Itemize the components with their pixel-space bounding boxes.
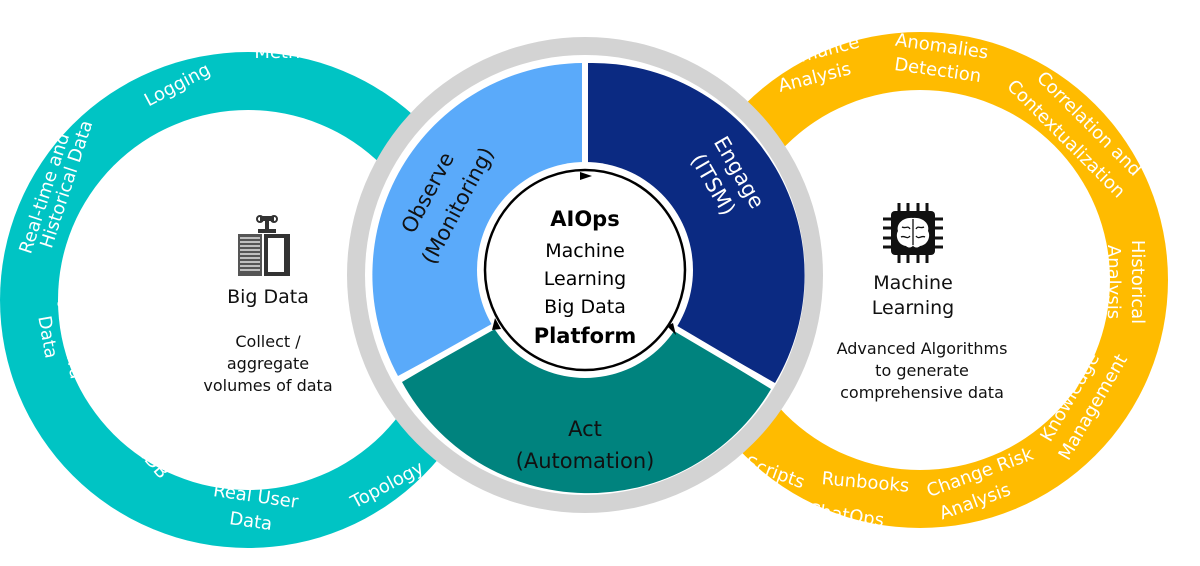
left-item-metrics: Metrics [254,42,319,63]
left-desc-1: Collect / [235,332,301,351]
left-desc-3: volumes of data [203,376,332,395]
center-wheel: Observe (Monitoring) Engage (ITSM) Act (… [347,37,823,513]
core-learning: Learning [544,268,627,290]
left-ring-inner [58,110,438,490]
right-item-hist-2: Analysis [1103,245,1124,319]
cycle-arrow-icon [580,172,592,180]
left-title: Big Data [227,286,309,308]
brain-chip-icon [883,203,943,263]
core-platform: Platform [534,324,637,348]
segment-act-label-1: Act [568,417,602,441]
right-desc-3: comprehensive data [840,383,1004,402]
core-machine: Machine [545,240,625,262]
center-core [477,162,693,378]
right-item-hist-1: Historical [1127,240,1148,324]
core-bigdata: Big Data [544,296,626,318]
right-desc-1: Advanced Algorithms [837,339,1008,358]
right-ring: Performance Analysis Anomalies Detection… [672,30,1168,531]
right-title-1: Machine [873,272,953,294]
cycle-arrow-icon [667,323,676,335]
cycle-arrow-ring [483,168,687,372]
right-title-2: Learning [872,297,955,319]
left-desc-2: aggregate [227,354,309,373]
segment-act-label-2: (Automation) [516,449,655,473]
right-ring-inner [730,90,1110,470]
right-desc-2: to generate [875,361,969,380]
data-clamp-icon [238,215,290,276]
cycle-arrow-icon [492,318,501,330]
core-aiops: AIOps [550,207,619,231]
